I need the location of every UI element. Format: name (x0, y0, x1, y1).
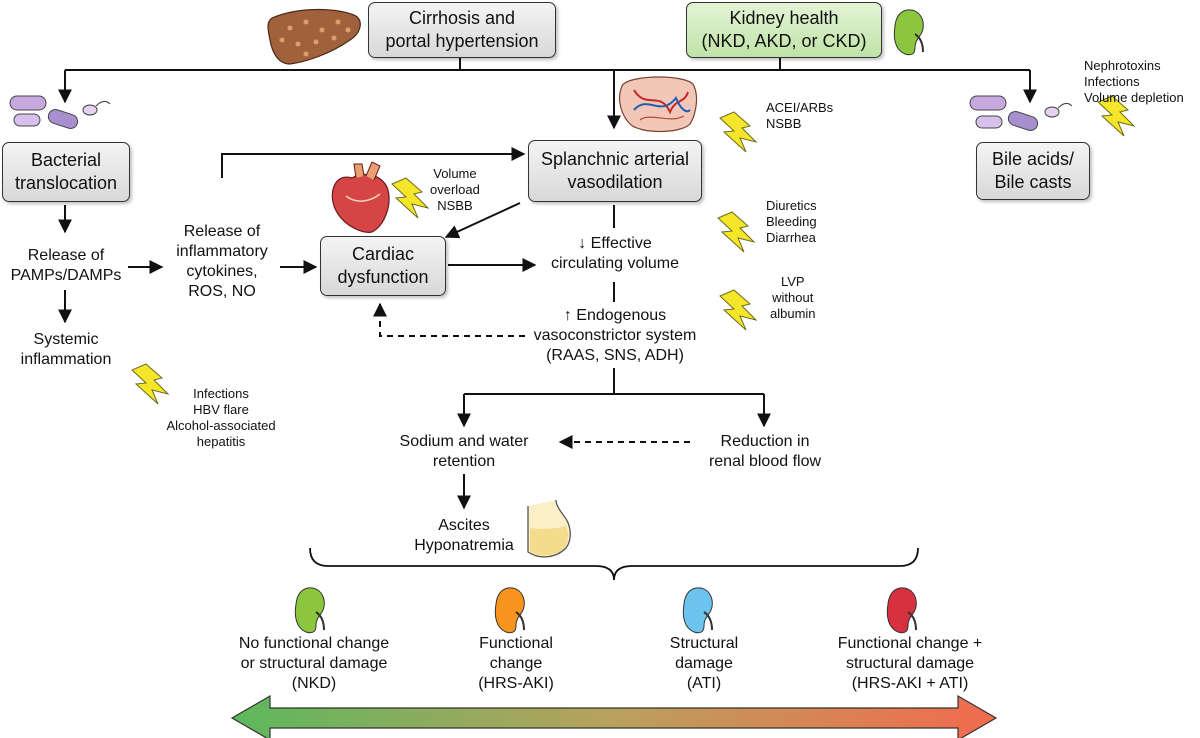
heart-icon (331, 161, 390, 233)
kidney-health-box: Kidney health(NKD, AKD, or CKD) (686, 2, 882, 58)
bile-acids-box: Bile acids/Bile casts (976, 142, 1090, 200)
lightning-icon (719, 111, 757, 153)
lightning-icon (717, 211, 755, 253)
brace (309, 547, 919, 581)
kidney-icon (294, 586, 326, 634)
bacteria-icon (9, 95, 111, 129)
severity-gradient-arrow (230, 694, 998, 738)
lightning-icon (391, 177, 429, 219)
abdomen-icon (527, 499, 571, 558)
kidney-icon (494, 586, 526, 634)
outcome-hrs-aki-ati: Functional change +structural damage(HRS… (837, 635, 983, 692)
kidney-icon (886, 586, 918, 634)
lightning-icon (719, 289, 757, 331)
bacteria-icon (969, 95, 1073, 131)
kidney-icon (893, 8, 925, 56)
kidney-icon (682, 586, 714, 634)
liver-icon (267, 8, 361, 65)
intestine-icon (618, 76, 698, 133)
